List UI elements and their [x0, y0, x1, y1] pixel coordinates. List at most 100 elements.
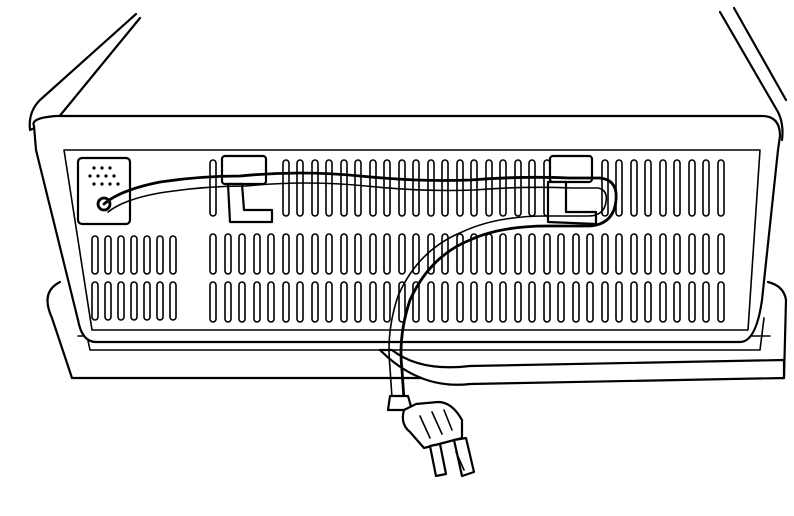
vent-slot	[441, 281, 449, 323]
vent-slot	[296, 233, 304, 275]
vent-slot	[470, 233, 478, 275]
vent-slot	[340, 281, 348, 323]
vent-slot	[296, 281, 304, 323]
vent-slot	[717, 281, 725, 323]
label-plate-frame	[76, 156, 132, 226]
vent-slot	[630, 233, 638, 275]
left-side-panel-edge	[28, 12, 142, 132]
cord-clip-right	[546, 154, 598, 226]
cord-clip-left-hook	[226, 182, 274, 224]
vent-slot	[117, 235, 125, 275]
vent-slot	[543, 233, 551, 275]
vent-slot	[688, 233, 696, 275]
vent-slot	[673, 281, 681, 323]
vent-slot	[717, 159, 725, 217]
vent-slot	[702, 281, 710, 323]
vent-slot	[659, 159, 667, 217]
right-side-panel-edge	[718, 10, 784, 142]
vent-slot	[688, 281, 696, 323]
vent-slot	[383, 233, 391, 275]
vent-slot	[470, 159, 478, 217]
cord-clip-right-top	[548, 154, 594, 184]
vent-slot	[340, 233, 348, 275]
vent-slot	[156, 235, 164, 275]
vent-slot	[456, 281, 464, 323]
vent-slot	[238, 233, 246, 275]
vent-slot	[383, 281, 391, 323]
vent-slot	[412, 159, 420, 217]
vent-slot	[104, 281, 112, 321]
vent-slot	[169, 281, 177, 321]
vent-slot	[615, 233, 623, 275]
right-side-outer-edge	[732, 6, 788, 102]
vent-slot	[514, 281, 522, 323]
vent-slot	[267, 281, 275, 323]
vent-slot	[586, 281, 594, 323]
vent-slot	[169, 235, 177, 275]
label-plate-dot	[92, 166, 96, 170]
vent-slot	[311, 281, 319, 323]
vent-slot	[91, 281, 99, 321]
power-cord	[102, 171, 618, 402]
label-plate-dot-grid	[88, 166, 120, 186]
rear-panel-inner-bevel	[63, 149, 761, 331]
vent-slot	[586, 233, 594, 275]
label-plate-dot	[104, 174, 108, 178]
vent-slot	[325, 281, 333, 323]
vent-slot	[630, 281, 638, 323]
vent-slot	[644, 159, 652, 217]
label-plate-dot	[96, 174, 100, 178]
vent-slot	[557, 233, 565, 275]
label-plate-dot	[116, 182, 120, 186]
vent-slot	[485, 233, 493, 275]
vent-slot	[143, 235, 151, 275]
vent-slot	[499, 281, 507, 323]
vent-slot	[456, 159, 464, 217]
plug-grip-ridges	[419, 409, 453, 439]
vent-slot	[282, 159, 290, 217]
vent-slot	[209, 281, 217, 323]
vent-slot	[354, 233, 362, 275]
vent-slot	[282, 233, 290, 275]
vent-slot	[130, 281, 138, 321]
vent-slot	[224, 233, 232, 275]
vent-slot	[282, 281, 290, 323]
vent-slot	[485, 281, 493, 323]
vent-slot	[130, 235, 138, 275]
vent-slot	[644, 281, 652, 323]
vent-slot	[369, 159, 377, 217]
power-cord-outer-line	[102, 171, 618, 402]
vent-slot	[528, 233, 536, 275]
vent-slot	[311, 159, 319, 217]
vent-slot	[427, 159, 435, 217]
vent-slot	[543, 281, 551, 323]
label-plate-dot	[112, 174, 116, 178]
vent-slot	[456, 233, 464, 275]
cord-clip-left-top	[220, 154, 268, 186]
vent-slot	[572, 233, 580, 275]
vent-slot	[514, 233, 522, 275]
vent-slot	[104, 235, 112, 275]
vent-slot	[528, 281, 536, 323]
power-plug	[386, 394, 476, 478]
vent-slot	[398, 159, 406, 217]
vent-slot	[311, 233, 319, 275]
vent-slot	[702, 233, 710, 275]
vent-slot	[688, 159, 696, 217]
vent-slot	[673, 233, 681, 275]
vent-slot	[325, 159, 333, 217]
vent-slot	[224, 281, 232, 323]
vent-slot	[659, 233, 667, 275]
vent-slot	[673, 159, 681, 217]
vent-slot	[156, 281, 164, 321]
vent-slot	[354, 159, 362, 217]
label-plate-dot	[108, 166, 112, 170]
vent-slot	[209, 159, 217, 217]
vent-slot	[209, 233, 217, 275]
label-plate-dot	[92, 182, 96, 186]
base-front-curve	[378, 348, 786, 386]
vent-slot	[354, 281, 362, 323]
label-plate	[76, 156, 132, 226]
vent-slot	[470, 281, 478, 323]
